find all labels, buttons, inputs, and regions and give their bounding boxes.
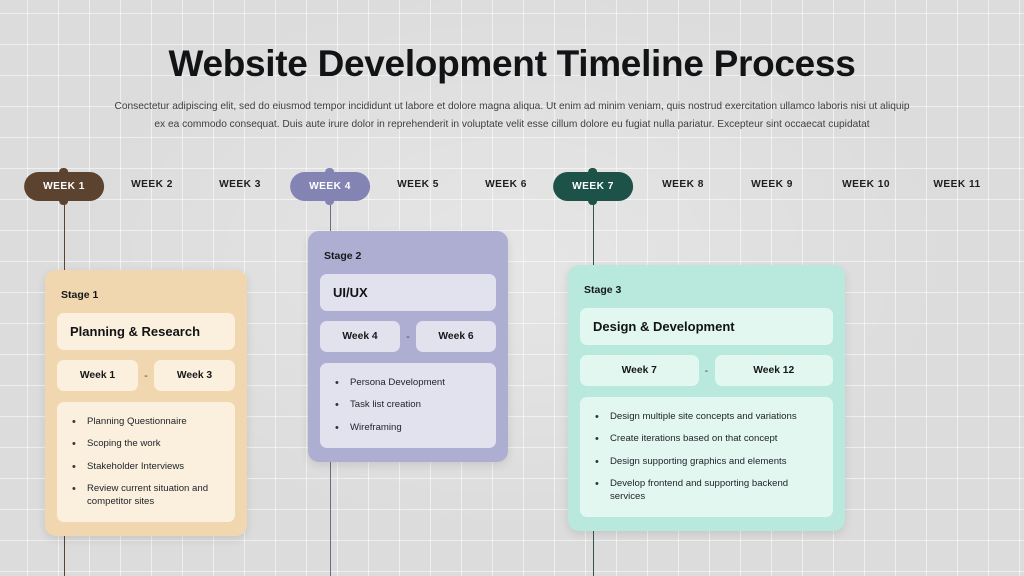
week-marker-label-week-2: WEEK 2: [131, 179, 173, 190]
stage-label: Stage 2: [324, 250, 362, 262]
week-marker-pill-week-1[interactable]: WEEK 1: [24, 168, 104, 205]
stage-week-range: Week 1-Week 3: [57, 360, 235, 391]
week-range-dash: -: [704, 364, 709, 377]
stage-week-end: Week 6: [416, 321, 496, 352]
stage-name: Design & Development: [580, 308, 833, 345]
stage-week-start: Week 1: [57, 360, 138, 391]
week-range-dash: -: [406, 330, 410, 343]
stage-name: Planning & Research: [57, 313, 235, 350]
task-list: Design multiple site concepts and variat…: [592, 410, 823, 503]
week-marker-label-week-6: WEEK 6: [485, 179, 527, 190]
list-item: Scoping the work: [69, 437, 225, 452]
list-item: Stakeholder Interviews: [69, 460, 225, 475]
stage-week-start: Week 7: [580, 355, 699, 386]
stage-name: UI/UX: [320, 274, 496, 311]
week-marker-label-week-3: WEEK 3: [219, 179, 261, 190]
list-item: Design supporting graphics and elements: [592, 455, 823, 470]
stage-task-list: Persona DevelopmentTask list creationWir…: [320, 363, 496, 449]
week-marker-label-week-5: WEEK 5: [397, 179, 439, 190]
stage-label: Stage 3: [584, 284, 622, 296]
week-marker-label-week-8: WEEK 8: [662, 179, 704, 190]
stage-task-list: Design multiple site concepts and variat…: [580, 397, 833, 518]
week-marker-label-week-9: WEEK 9: [751, 179, 793, 190]
task-list: Persona DevelopmentTask list creationWir…: [332, 376, 486, 436]
stage-card-2[interactable]: Stage 2 UI/UX Week 4-Week 6 Persona Develop…: [308, 231, 508, 463]
week-marker-pill-week-7[interactable]: WEEK 7: [553, 168, 633, 205]
list-item: Develop frontend and supporting backend …: [592, 477, 823, 503]
week-marker-label-week-10: WEEK 10: [842, 179, 890, 190]
stage-task-list: Planning QuestionnaireScoping the workSt…: [57, 402, 235, 523]
list-item: Task list creation: [332, 398, 486, 413]
list-item: Design multiple site concepts and variat…: [592, 410, 823, 425]
week-range-dash: -: [144, 369, 148, 382]
list-item: Planning Questionnaire: [69, 415, 225, 430]
page-title: Website Development Timeline Process: [168, 43, 856, 84]
list-item: Wireframing: [332, 421, 486, 436]
list-item: Persona Development: [332, 376, 486, 391]
stage-week-start: Week 4: [320, 321, 400, 352]
week-marker-pill-week-4[interactable]: WEEK 4: [290, 168, 370, 205]
stage-label: Stage 1: [61, 289, 99, 301]
list-item: Review current situation and competitor …: [69, 482, 225, 508]
week-marker-label-week-11: WEEK 11: [933, 179, 981, 190]
page-subtitle: Consectetur adipiscing elit, sed do eius…: [114, 100, 910, 130]
list-item: Create iterations based on that concept: [592, 432, 823, 447]
stage-week-range: Week 4-Week 6: [320, 321, 496, 352]
stage-week-range: Week 7-Week 12: [580, 355, 833, 386]
task-list: Planning QuestionnaireScoping the workSt…: [69, 415, 225, 508]
page-header: Website Development Timeline Process Con…: [0, 0, 1024, 134]
stage-week-end: Week 12: [714, 355, 833, 386]
stage-week-end: Week 3: [154, 360, 235, 391]
